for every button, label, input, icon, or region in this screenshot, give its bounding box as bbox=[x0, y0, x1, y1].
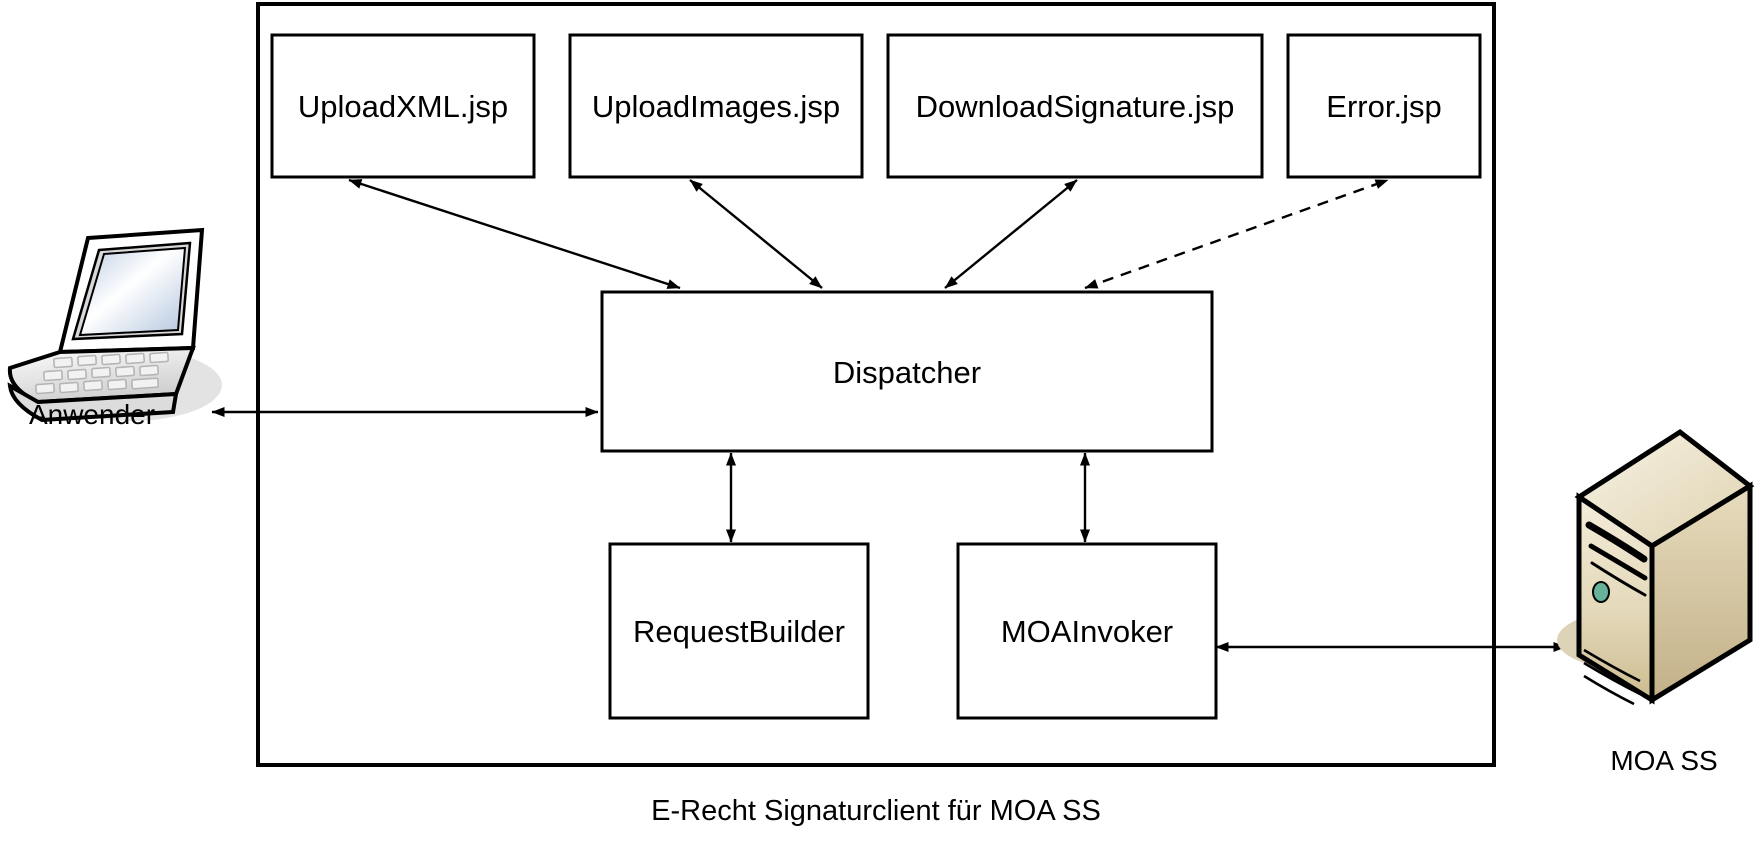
moass-label: MOA SS bbox=[1610, 745, 1717, 776]
edge-dispatcher-uploadimages bbox=[689, 179, 823, 289]
core-box-label: Dispatcher bbox=[833, 355, 981, 390]
core-box-moainvoker[interactable]: MOAInvoker bbox=[956, 542, 1218, 720]
edge-dispatcher-error bbox=[1084, 178, 1389, 290]
server-icon bbox=[1557, 428, 1755, 706]
jsp-box-label: Error.jsp bbox=[1326, 89, 1441, 124]
core-box-label: MOAInvoker bbox=[1001, 614, 1173, 649]
jsp-box-uploadimages[interactable]: UploadImages.jsp bbox=[568, 33, 864, 179]
jsp-box-label: UploadImages.jsp bbox=[592, 89, 840, 124]
jsp-box-label: DownloadSignature.jsp bbox=[916, 89, 1235, 124]
jsp-box-label: UploadXML.jsp bbox=[298, 89, 508, 124]
jsp-box-error[interactable]: Error.jsp bbox=[1286, 33, 1482, 179]
edge-dispatcher-uploadxml bbox=[348, 178, 681, 290]
jsp-box-downloadsignature[interactable]: DownloadSignature.jsp bbox=[886, 33, 1264, 179]
core-box-dispatcher[interactable]: Dispatcher bbox=[600, 290, 1214, 453]
system-boundary bbox=[256, 2, 1496, 767]
core-box-requestbuilder[interactable]: RequestBuilder bbox=[608, 542, 870, 720]
connections bbox=[211, 178, 1567, 652]
jsp-box-uploadxml[interactable]: UploadXML.jsp bbox=[270, 33, 536, 179]
diagram-caption: E-Recht Signaturclient für MOA SS bbox=[651, 795, 1101, 827]
anwender-label: Anwender bbox=[29, 399, 155, 430]
laptop-icon bbox=[7, 227, 222, 423]
core-box-label: RequestBuilder bbox=[633, 614, 845, 649]
edge-dispatcher-downloadsignature bbox=[944, 179, 1078, 289]
